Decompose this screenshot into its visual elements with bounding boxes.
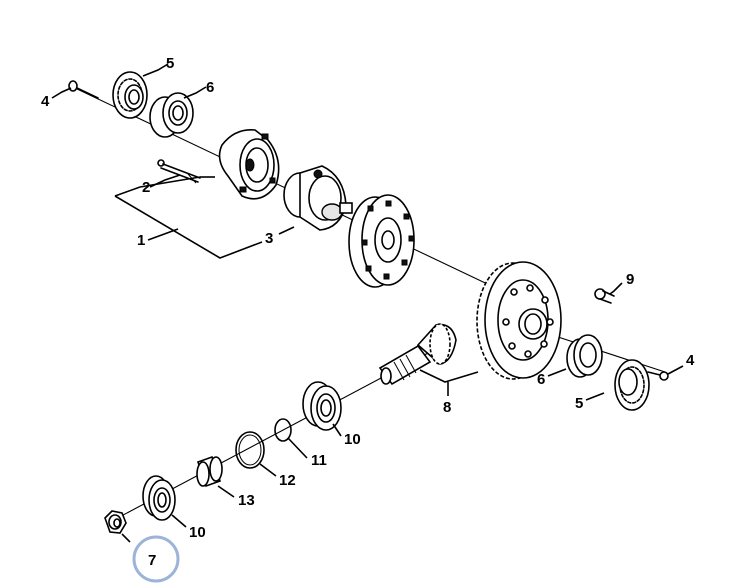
bolt-right bbox=[647, 371, 669, 381]
callout-6-right: 6 bbox=[537, 371, 545, 388]
differential-case-flange bbox=[348, 194, 415, 288]
differential-case-half bbox=[218, 128, 280, 200]
leader-5-left bbox=[142, 63, 169, 77]
callout-9: 9 bbox=[626, 271, 634, 288]
callout-12: 12 bbox=[279, 472, 296, 489]
pinion-bearing-outer bbox=[142, 475, 176, 521]
adjuster-nut-left bbox=[112, 71, 148, 119]
leader-10-lower bbox=[171, 514, 187, 528]
bearing-left bbox=[149, 92, 194, 138]
leader-6-left bbox=[183, 86, 207, 99]
pinion-bearing-inner bbox=[302, 381, 342, 431]
callout-2: 2 bbox=[142, 179, 150, 196]
leader-4-left bbox=[51, 87, 72, 99]
callout-7[interactable]: 7 bbox=[148, 552, 156, 569]
callout-11: 11 bbox=[311, 452, 327, 469]
bracket-1-top bbox=[114, 176, 201, 197]
bearing-right bbox=[566, 334, 603, 378]
callout-5-right: 5 bbox=[575, 395, 583, 412]
adjuster-nut-right bbox=[614, 359, 650, 411]
leader-3 bbox=[278, 226, 295, 235]
leader-4-right bbox=[667, 365, 684, 375]
spider-gear-carrier bbox=[283, 165, 353, 231]
callout-4-left: 4 bbox=[41, 93, 50, 110]
bracket-1-bottom bbox=[114, 195, 263, 259]
snap-ring-small bbox=[274, 418, 292, 442]
bracket-8 bbox=[419, 369, 479, 383]
collapsible-spacer bbox=[196, 455, 223, 488]
callout-1: 1 bbox=[137, 232, 145, 249]
leader-10-upper bbox=[332, 423, 342, 437]
callout-10-upper: 10 bbox=[344, 431, 361, 448]
bolt-left bbox=[68, 80, 99, 99]
ring-gear bbox=[476, 261, 562, 380]
leader-9 bbox=[609, 282, 623, 295]
shim-ring bbox=[235, 431, 265, 469]
callout-7-highlight-ring[interactable] bbox=[132, 535, 180, 583]
leader-7 bbox=[121, 533, 131, 543]
leader-6-right bbox=[547, 368, 567, 377]
callout-6-left: 6 bbox=[206, 79, 214, 96]
ring-gear-bolt bbox=[594, 288, 615, 304]
callout-10-lower: 10 bbox=[189, 524, 206, 541]
leader-1 bbox=[147, 228, 179, 241]
callout-8: 8 bbox=[443, 399, 451, 416]
callout-13: 13 bbox=[238, 492, 255, 509]
pinion-gear bbox=[378, 323, 457, 386]
pinion-nut bbox=[104, 510, 127, 534]
leader-12 bbox=[259, 463, 277, 477]
callout-4-right: 4 bbox=[686, 352, 695, 369]
callout-5-left: 5 bbox=[166, 55, 174, 72]
leader-5-right bbox=[585, 392, 605, 401]
leader-13 bbox=[217, 485, 235, 498]
callout-3: 3 bbox=[265, 230, 273, 247]
leader-11 bbox=[287, 437, 308, 459]
